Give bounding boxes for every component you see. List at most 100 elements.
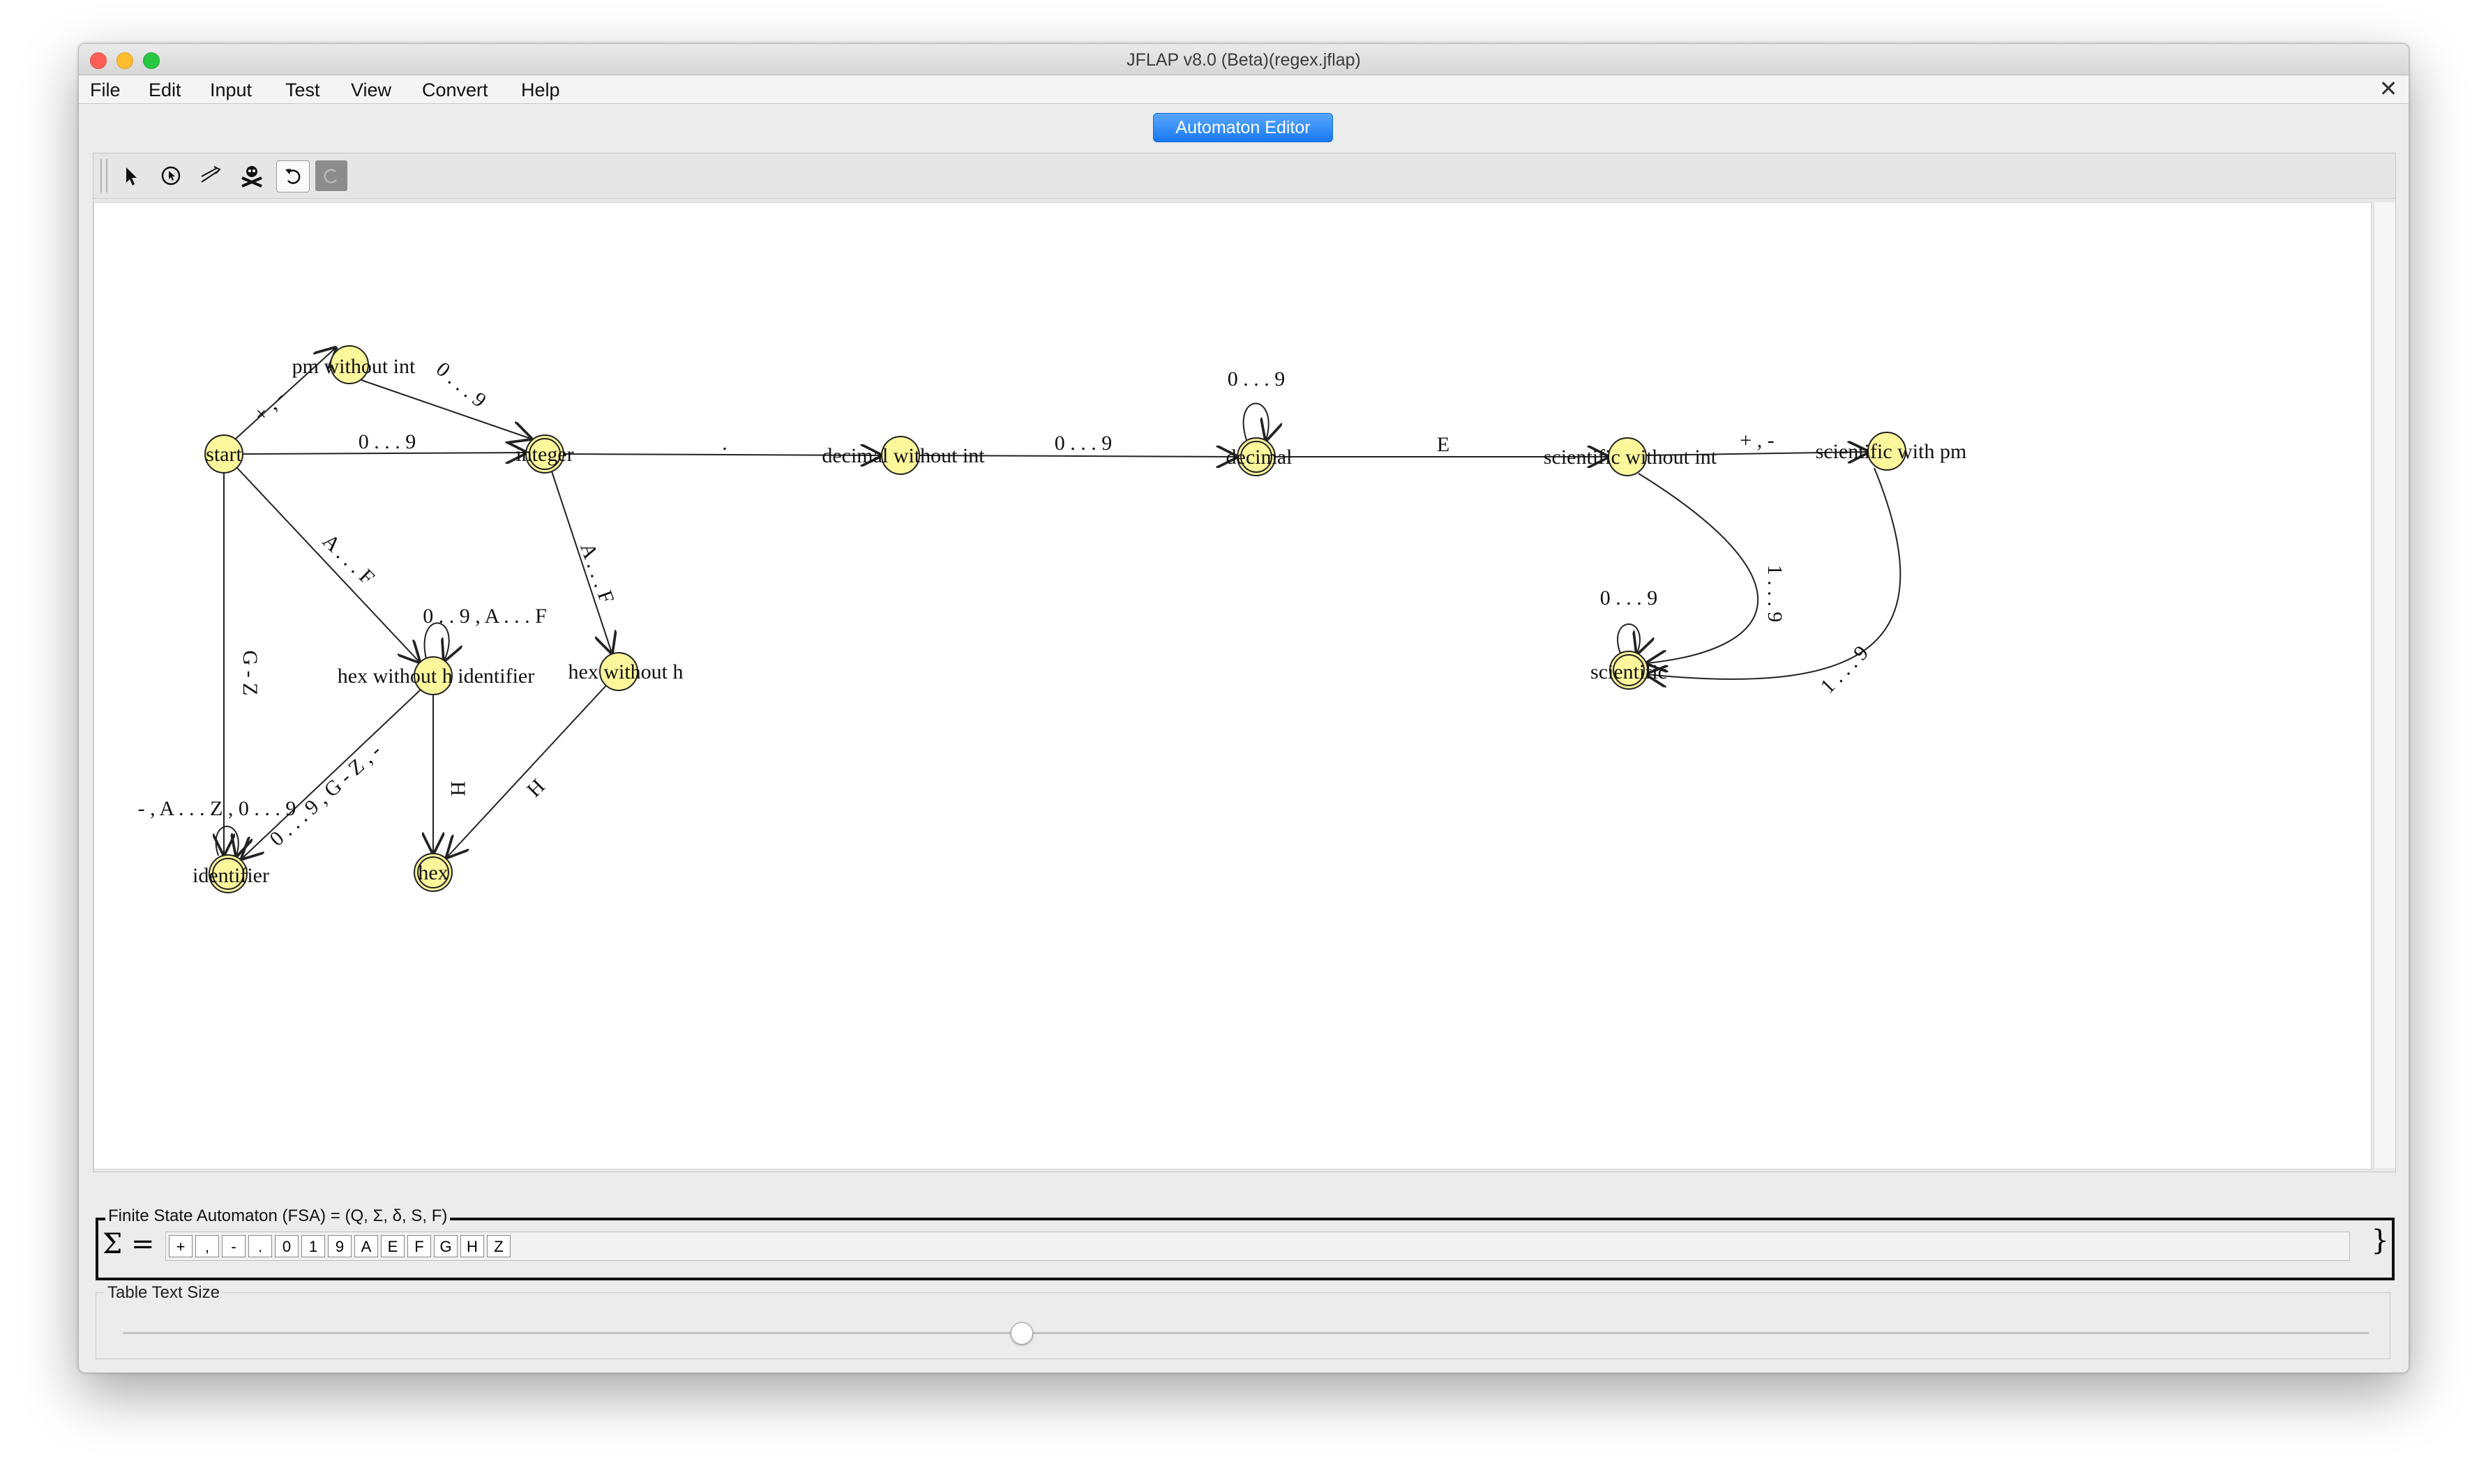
transition-label[interactable]: 0 . . . 9 xyxy=(1600,586,1658,610)
transition-label[interactable]: + , - xyxy=(1740,429,1774,452)
transition-label[interactable]: 0 . . 9 , A . . . F xyxy=(423,605,547,628)
title-bar: JFLAP v8.0 (Beta)(regex.jflap) xyxy=(79,44,2409,75)
transition-arrow[interactable] xyxy=(551,471,612,653)
transition-arrow[interactable] xyxy=(919,455,1237,457)
transition-arrow[interactable] xyxy=(242,689,421,858)
close-editor-icon[interactable]: ✕ xyxy=(2379,76,2398,101)
transition-label[interactable]: 0 . . . 9 xyxy=(1228,368,1286,391)
alphabet-symbol: H xyxy=(460,1235,484,1257)
transition-arrow[interactable] xyxy=(1638,473,1759,663)
table-text-size-label: Table Text Size xyxy=(105,1283,223,1303)
final-state-ring xyxy=(417,856,449,888)
menu-view[interactable]: View xyxy=(351,80,392,100)
automaton-graph[interactable]: + , - 0 . . . 9 0 . . . 9. 0 . . . 9 0 . . .… xyxy=(94,203,2371,1169)
state-label: scientific without int xyxy=(1544,446,1717,469)
window-close-button[interactable] xyxy=(90,52,107,69)
transition-label[interactable]: 0 . . . 9 , G - Z , - xyxy=(265,739,386,851)
final-state-ring xyxy=(1613,654,1645,686)
window-zoom-button[interactable] xyxy=(143,52,160,69)
table-text-size-track[interactable] xyxy=(123,1332,2369,1334)
transition-label[interactable]: A . . . F xyxy=(575,540,619,606)
transition-label[interactable]: 0 . . . 9 xyxy=(432,358,490,412)
transition-arrow[interactable] xyxy=(1242,402,1269,441)
transition-label[interactable]: 1 . . . 9 xyxy=(1763,565,1786,623)
fsa-definition-label: Finite State Automaton (FSA) = (Q, Σ, δ,… xyxy=(105,1206,451,1226)
transition-label[interactable]: E xyxy=(1437,433,1449,456)
attribute-editor-icon[interactable] xyxy=(114,160,146,191)
transition-arrow[interactable] xyxy=(242,453,526,454)
transition-arrow[interactable] xyxy=(1645,452,1868,455)
state-label: pm without int xyxy=(292,355,416,378)
redo-icon xyxy=(315,160,347,191)
automaton-canvas[interactable]: + , - 0 . . . 9 0 . . . 9. 0 . . . 9 0 . . .… xyxy=(93,202,2372,1169)
state-node[interactable] xyxy=(209,854,248,893)
menu-help[interactable]: Help xyxy=(521,80,560,100)
editor-toolbar xyxy=(93,153,2395,199)
state-node[interactable] xyxy=(1867,432,1906,471)
state-node[interactable] xyxy=(525,434,564,474)
tab-automaton-editor[interactable]: Automaton Editor xyxy=(1153,113,1333,142)
state-label: integer xyxy=(515,443,573,466)
state-label: decimal xyxy=(1226,446,1293,469)
menu-input[interactable]: Input xyxy=(210,80,253,100)
transition-arrow[interactable] xyxy=(563,454,881,455)
window-minimize-button[interactable] xyxy=(116,52,133,69)
menu-bar: File Edit Input Test View Convert Help ✕ xyxy=(79,75,2409,104)
state-node[interactable] xyxy=(1237,437,1276,476)
menu-test[interactable]: Test xyxy=(285,80,320,100)
state-label: hex without h xyxy=(568,660,684,683)
final-state-ring xyxy=(1240,441,1272,473)
alphabet-symbol: F xyxy=(407,1235,431,1257)
state-node[interactable] xyxy=(330,345,369,384)
state-label: scientific with pm xyxy=(1816,440,1967,463)
transition-label[interactable]: 0 . . . 9 xyxy=(359,430,416,453)
transition-arrow[interactable] xyxy=(215,826,239,856)
state-node[interactable] xyxy=(881,436,920,475)
alphabet-symbol: E xyxy=(381,1235,405,1257)
undo-icon[interactable] xyxy=(276,160,310,192)
transition-label[interactable]: G - Z xyxy=(239,651,262,696)
window-title: JFLAP v8.0 (Beta)(regex.jflap) xyxy=(1127,50,1361,70)
transition-arrow[interactable] xyxy=(423,622,449,660)
transition-label[interactable]: H xyxy=(522,775,550,802)
state-label: start xyxy=(206,443,242,466)
alphabet-symbol: G xyxy=(434,1235,458,1257)
transition-arrow[interactable] xyxy=(361,379,531,439)
state-creator-icon[interactable] xyxy=(155,160,187,191)
menu-file[interactable]: File xyxy=(90,80,121,100)
table-text-size-panel: Table Text Size xyxy=(96,1283,2390,1359)
state-node[interactable] xyxy=(1608,437,1647,476)
transition-label[interactable]: . xyxy=(722,432,728,455)
alphabet-symbol: Z xyxy=(487,1235,511,1257)
vertical-scrollbar[interactable] xyxy=(2374,202,2395,1168)
menu-convert[interactable]: Convert xyxy=(422,80,488,100)
transition-label[interactable]: A . . . F xyxy=(318,529,379,589)
alphabet-symbol: , xyxy=(195,1235,219,1257)
transition-label[interactable]: - , A . . . Z , 0 . . . 9 xyxy=(138,797,296,820)
table-text-size-slider-thumb[interactable] xyxy=(1011,1322,1033,1345)
state-node[interactable] xyxy=(599,652,638,691)
transition-arrow[interactable] xyxy=(236,467,419,662)
deleter-icon[interactable] xyxy=(236,160,268,191)
state-label: identifier xyxy=(193,864,269,887)
state-label: decimal without int xyxy=(822,444,985,467)
transition-label[interactable]: 0 . . . 9 xyxy=(1055,432,1113,455)
alphabet-symbol: 0 xyxy=(275,1235,299,1257)
state-node[interactable] xyxy=(414,656,453,695)
alphabet-symbol: + xyxy=(169,1235,193,1257)
transition-arrow[interactable] xyxy=(235,348,336,439)
menu-edit[interactable]: Edit xyxy=(149,80,181,100)
transition-creator-icon[interactable] xyxy=(195,160,227,191)
toolbar-grip[interactable] xyxy=(100,159,107,192)
transition-label[interactable]: 1 . . . 9 xyxy=(1816,641,1873,698)
state-node[interactable] xyxy=(204,434,243,474)
transition-label[interactable]: H xyxy=(446,781,469,796)
state-node[interactable] xyxy=(414,853,453,892)
transition-arrow[interactable] xyxy=(1617,623,1640,653)
state-node[interactable] xyxy=(1609,651,1648,690)
state-label: hex xyxy=(418,861,448,884)
transition-arrow[interactable] xyxy=(1647,467,1901,679)
transition-arrow[interactable] xyxy=(447,685,607,857)
jflap-window: JFLAP v8.0 (Beta)(regex.jflap) File Edit… xyxy=(78,43,2409,1373)
